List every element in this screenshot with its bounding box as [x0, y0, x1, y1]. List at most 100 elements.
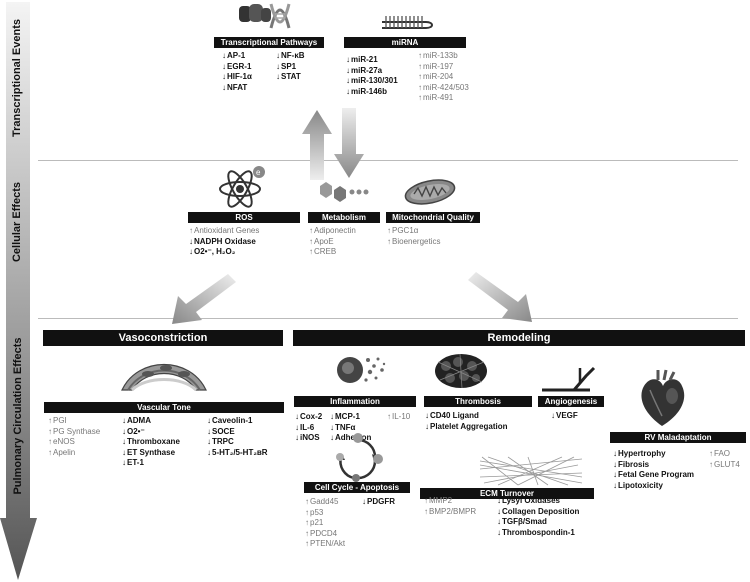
- list-item: miR-204: [418, 72, 469, 83]
- blood-vessel-branch-icon: [542, 366, 596, 392]
- list-item: Gadd45: [305, 497, 345, 508]
- list-item: CREB: [309, 247, 356, 258]
- list-item: Platelet Aggregation: [425, 422, 508, 433]
- cell-cycle-up-list: Gadd45 p53 p21 PDCD4 PTEN/Akt: [305, 497, 345, 550]
- list-item: PGC1α: [387, 226, 440, 237]
- list-item: Thromboxane: [122, 437, 180, 448]
- vascular-tone-col3: Caveolin-1 SOCE TRPC 5-HT₂/5-HT₂ʙR: [207, 416, 268, 458]
- side-label-transcriptional: Transcriptional Events: [11, 19, 23, 137]
- list-item: TNFα: [330, 423, 371, 434]
- list-item: ET Synthase: [122, 448, 180, 459]
- list-item: miR-130/301: [346, 76, 398, 87]
- thrombosis-list: CD40 Ligand Platelet Aggregation: [425, 411, 508, 432]
- list-item: Apelin: [48, 448, 100, 459]
- progression-arrow: [0, 2, 37, 580]
- mirna-title: miRNA: [344, 37, 466, 48]
- ecm-up-list: MMP2 BMP2/BMPR: [424, 496, 476, 517]
- angiogenesis-list: VEGF: [551, 411, 578, 422]
- rv-maladaptation-title: RV Maladaptation: [610, 432, 746, 443]
- metabolism-title: Metabolism: [308, 212, 380, 223]
- inflammation-col3: IL-10: [387, 412, 410, 423]
- arrow-to-remodeling: [468, 272, 532, 322]
- list-item: IL-6: [295, 423, 322, 434]
- side-label-cellular: Cellular Effects: [11, 181, 23, 263]
- vessel-icon: [121, 363, 207, 392]
- ecm-fibers-icon: [479, 456, 583, 486]
- ecm-down-list: Lysyl Oxidases Collagen Deposition TGFβ/…: [497, 496, 579, 538]
- list-item: O2•⁻: [122, 427, 180, 438]
- list-item: PTEN/Akt: [305, 539, 345, 550]
- list-item: NFAT: [222, 83, 252, 94]
- list-item: TGFβ/Smad: [497, 517, 579, 528]
- arrow-to-vasoconstriction: [172, 274, 236, 324]
- transcriptional-pathways-col2: NF-κB SP1 STAT: [276, 51, 305, 83]
- transcriptional-pathways-col1: AP-1 EGR-1 HIF-1α NFAT: [222, 51, 252, 93]
- list-item: Fetal Gene Program: [613, 470, 694, 481]
- side-label-pulmonary: Pulmonary Circulation Effects: [12, 337, 24, 495]
- list-item: Caveolin-1: [207, 416, 268, 427]
- list-item: miR-146b: [346, 87, 398, 98]
- list-item: Fibrosis: [613, 460, 694, 471]
- ros-list: Antioxidant Genes NADPH Oxidase O2•⁻, H₂…: [189, 226, 259, 258]
- mitochondria-icon: [404, 179, 456, 205]
- list-item: miR-424/503: [418, 83, 469, 94]
- cell-cycle-down-list: PDGFR: [362, 497, 395, 508]
- inflammation-col1: Cox-2 IL-6 iNOS: [295, 412, 322, 444]
- heart-icon: [641, 369, 685, 426]
- list-item: Collagen Deposition: [497, 507, 579, 518]
- list-item: miR-133b: [418, 51, 469, 62]
- vascular-tone-col2: ADMA O2•⁻ Thromboxane ET Synthase ET-1: [122, 416, 180, 469]
- thrombus-icon: [435, 353, 487, 389]
- list-item: GLUT4: [709, 460, 740, 471]
- list-item: Lipotoxicity: [613, 481, 694, 492]
- mirna-down-list: miR-21 miR-27a miR-130/301 miR-146b: [346, 55, 398, 97]
- list-item: NADPH Oxidase: [189, 237, 259, 248]
- list-item: Cox-2: [295, 412, 322, 423]
- inflammatory-cells-icon: [337, 357, 386, 383]
- ecm-turnover-title: ECM Turnover: [420, 488, 594, 499]
- list-item: VEGF: [551, 411, 578, 422]
- list-item: SP1: [276, 62, 305, 73]
- metabolism-list: Adiponectin ApoE CREB: [309, 226, 356, 258]
- bidirectional-arrows: [302, 108, 364, 180]
- list-item: SOCE: [207, 427, 268, 438]
- rna-hairpin-icon: [382, 16, 433, 29]
- divider: [38, 318, 738, 319]
- list-item: miR-197: [418, 62, 469, 73]
- list-item: Antioxidant Genes: [189, 226, 259, 237]
- dna-icon: [239, 3, 291, 29]
- list-item: CD40 Ligand: [425, 411, 508, 422]
- list-item: ADMA: [122, 416, 180, 427]
- list-item: eNOS: [48, 437, 100, 448]
- list-item: 5-HT₂/5-HT₂ʙR: [207, 448, 268, 459]
- mitochondrial-list: PGC1α Bioenergetics: [387, 226, 440, 247]
- list-item: TRPC: [207, 437, 268, 448]
- list-item: miR-27a: [346, 66, 398, 77]
- list-item: O2•⁻, H₂O₂: [189, 247, 259, 258]
- vascular-tone-title: Vascular Tone: [44, 402, 284, 413]
- list-item: AP-1: [222, 51, 252, 62]
- mirna-up-list: miR-133b miR-197 miR-204 miR-424/503 miR…: [418, 51, 469, 104]
- mitochondrial-quality-title: Mitochondrial Quality: [386, 212, 480, 223]
- remodeling-title: Remodeling: [293, 330, 745, 346]
- list-item: MMP2: [424, 496, 476, 507]
- list-item: EGR-1: [222, 62, 252, 73]
- list-item: p21: [305, 518, 345, 529]
- list-item: IL-10: [387, 412, 410, 423]
- list-item: Thrombospondin-1: [497, 528, 579, 539]
- cell-cycle-title: Cell Cycle - Apoptosis: [304, 482, 410, 493]
- atom-icon: e: [219, 166, 265, 208]
- list-item: ET-1: [122, 458, 180, 469]
- list-item: iNOS: [295, 433, 322, 444]
- list-item: Hypertrophy: [613, 449, 694, 460]
- vasoconstriction-title: Vasoconstriction: [43, 330, 283, 346]
- ros-title: ROS: [188, 212, 300, 223]
- list-item: FAO: [709, 449, 740, 460]
- list-item: PGI: [48, 416, 100, 427]
- rv-down-list: Hypertrophy Fibrosis Fetal Gene Program …: [613, 449, 694, 491]
- list-item: Bioenergetics: [387, 237, 440, 248]
- molecule-icon: [320, 182, 369, 202]
- divider: [38, 160, 738, 161]
- list-item: HIF-1α: [222, 72, 252, 83]
- list-item: STAT: [276, 72, 305, 83]
